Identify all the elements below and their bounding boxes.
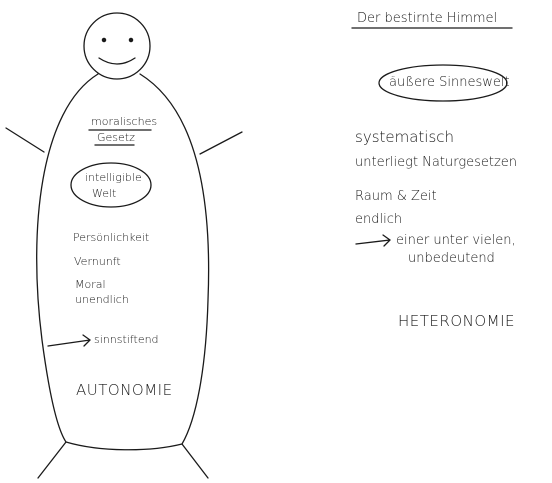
left-arrow-label: sinnstiftend bbox=[94, 334, 159, 345]
trait-morality: Moral bbox=[75, 279, 106, 290]
figure-head bbox=[84, 13, 150, 79]
left-conclusion: AUTONOMIE bbox=[76, 383, 173, 398]
figure-left-arm bbox=[6, 128, 44, 152]
intelligible-world-oval bbox=[71, 163, 151, 207]
trait-natural-laws: unterliegt Naturgesetzen bbox=[355, 156, 517, 169]
left-arrow-shaft bbox=[48, 340, 90, 346]
trait-space-time: Raum & Zeit bbox=[355, 190, 437, 203]
world-label-line1: intelligible bbox=[85, 172, 142, 183]
world-label-line2: Welt bbox=[92, 188, 116, 199]
figure-left-leg bbox=[38, 442, 66, 478]
trait-systematic: systematisch bbox=[355, 130, 454, 145]
trait-finite: endlich bbox=[355, 213, 402, 226]
right-arrow-label-line2: unbedeutend bbox=[408, 252, 495, 265]
trait-infinite: unendlich bbox=[75, 294, 129, 305]
law-label-line1: moralisches bbox=[91, 116, 157, 127]
figure-right-eye bbox=[129, 38, 132, 41]
trait-personality: Persönlichkeit bbox=[73, 232, 149, 243]
right-arrow-label-line1: einer unter vielen, bbox=[396, 234, 516, 247]
figure-right-arm bbox=[200, 132, 242, 154]
right-conclusion: HETERONOMIE bbox=[398, 314, 515, 329]
law-label-line2: Gesetz bbox=[97, 132, 135, 143]
figure-smile bbox=[99, 58, 135, 64]
figure-left-eye bbox=[102, 38, 105, 41]
right-arrow-shaft bbox=[356, 240, 390, 244]
figure-right-leg bbox=[182, 444, 208, 478]
outer-world-label: äußere Sinneswelt bbox=[389, 76, 510, 89]
trait-reason: Vernunft bbox=[74, 256, 121, 267]
right-heading: Der bestirnte Himmel bbox=[357, 12, 497, 25]
